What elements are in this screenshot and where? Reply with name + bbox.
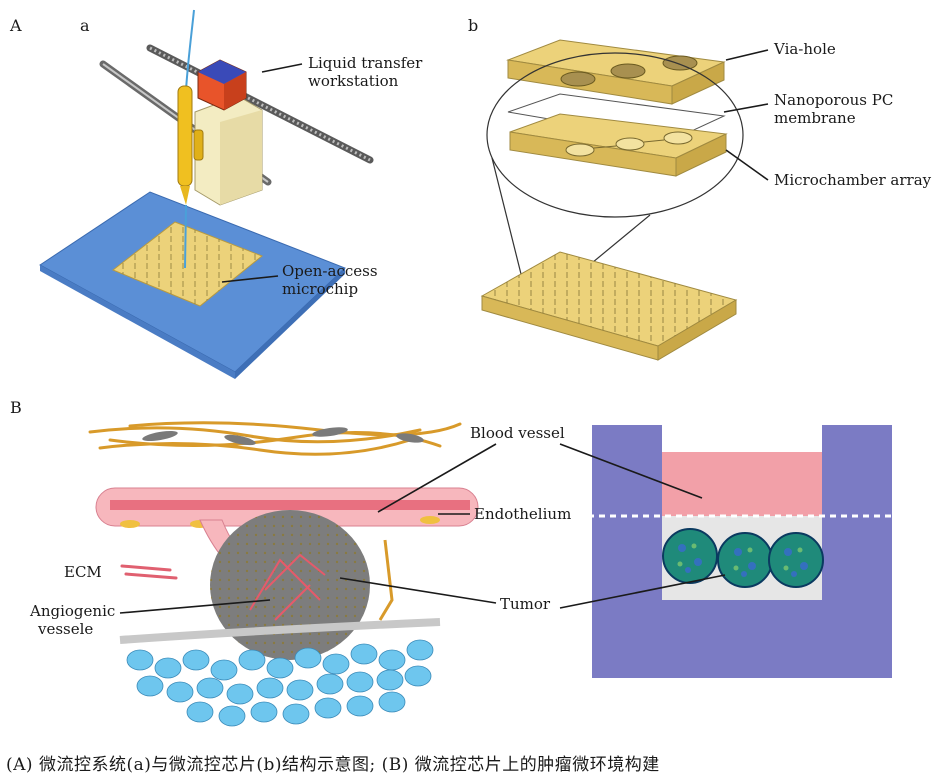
ecm-fibers [120, 564, 178, 580]
label-liquid-transfer-2: workstation [308, 72, 399, 90]
label-blood-vessel: Blood vessel [470, 424, 565, 442]
device-frame [592, 425, 892, 678]
panel-label-B: B [10, 398, 22, 417]
tumor-microenvironment [88, 421, 497, 727]
microchip-layers [480, 39, 769, 361]
pipette-tip [184, 204, 187, 269]
zoom-ellipse [486, 52, 744, 218]
label-open-access-2: microchip [282, 280, 359, 298]
label-angiogenic-2: vessele [38, 620, 94, 638]
label-ecm: ECM [64, 563, 102, 581]
label-microchamber: Microchamber array [774, 171, 932, 189]
label-open-access-1: Open-access [282, 262, 378, 280]
label-liquid-transfer-1: Liquid transfer [308, 54, 423, 72]
panel-label-a: a [80, 16, 90, 35]
label-endothelium: Endothelium [474, 505, 572, 523]
microfluidic-device [559, 425, 892, 678]
liquid-transfer-system [39, 9, 374, 379]
panel-label-A: A [10, 16, 22, 35]
panel-label-b: b [468, 16, 479, 35]
pipette [177, 85, 193, 187]
label-nanoporous-1: Nanoporous PC [774, 91, 894, 109]
basement-membrane [119, 618, 441, 644]
label-tumor: Tumor [500, 595, 551, 613]
label-nanoporous-2: membrane [774, 109, 856, 127]
tumor-spheroids [662, 528, 824, 588]
figure-caption: (A) 微流控系统(a)与微流控芯片(b)结构示意图; (B) 微流控芯片上的肿… [6, 755, 660, 775]
epithelial-cells [126, 639, 434, 727]
label-angiogenic-1: Angiogenic [30, 602, 116, 620]
upper-chamber [662, 452, 822, 516]
transfer-tube [185, 9, 195, 91]
label-via-hole: Via-hole [774, 40, 836, 58]
